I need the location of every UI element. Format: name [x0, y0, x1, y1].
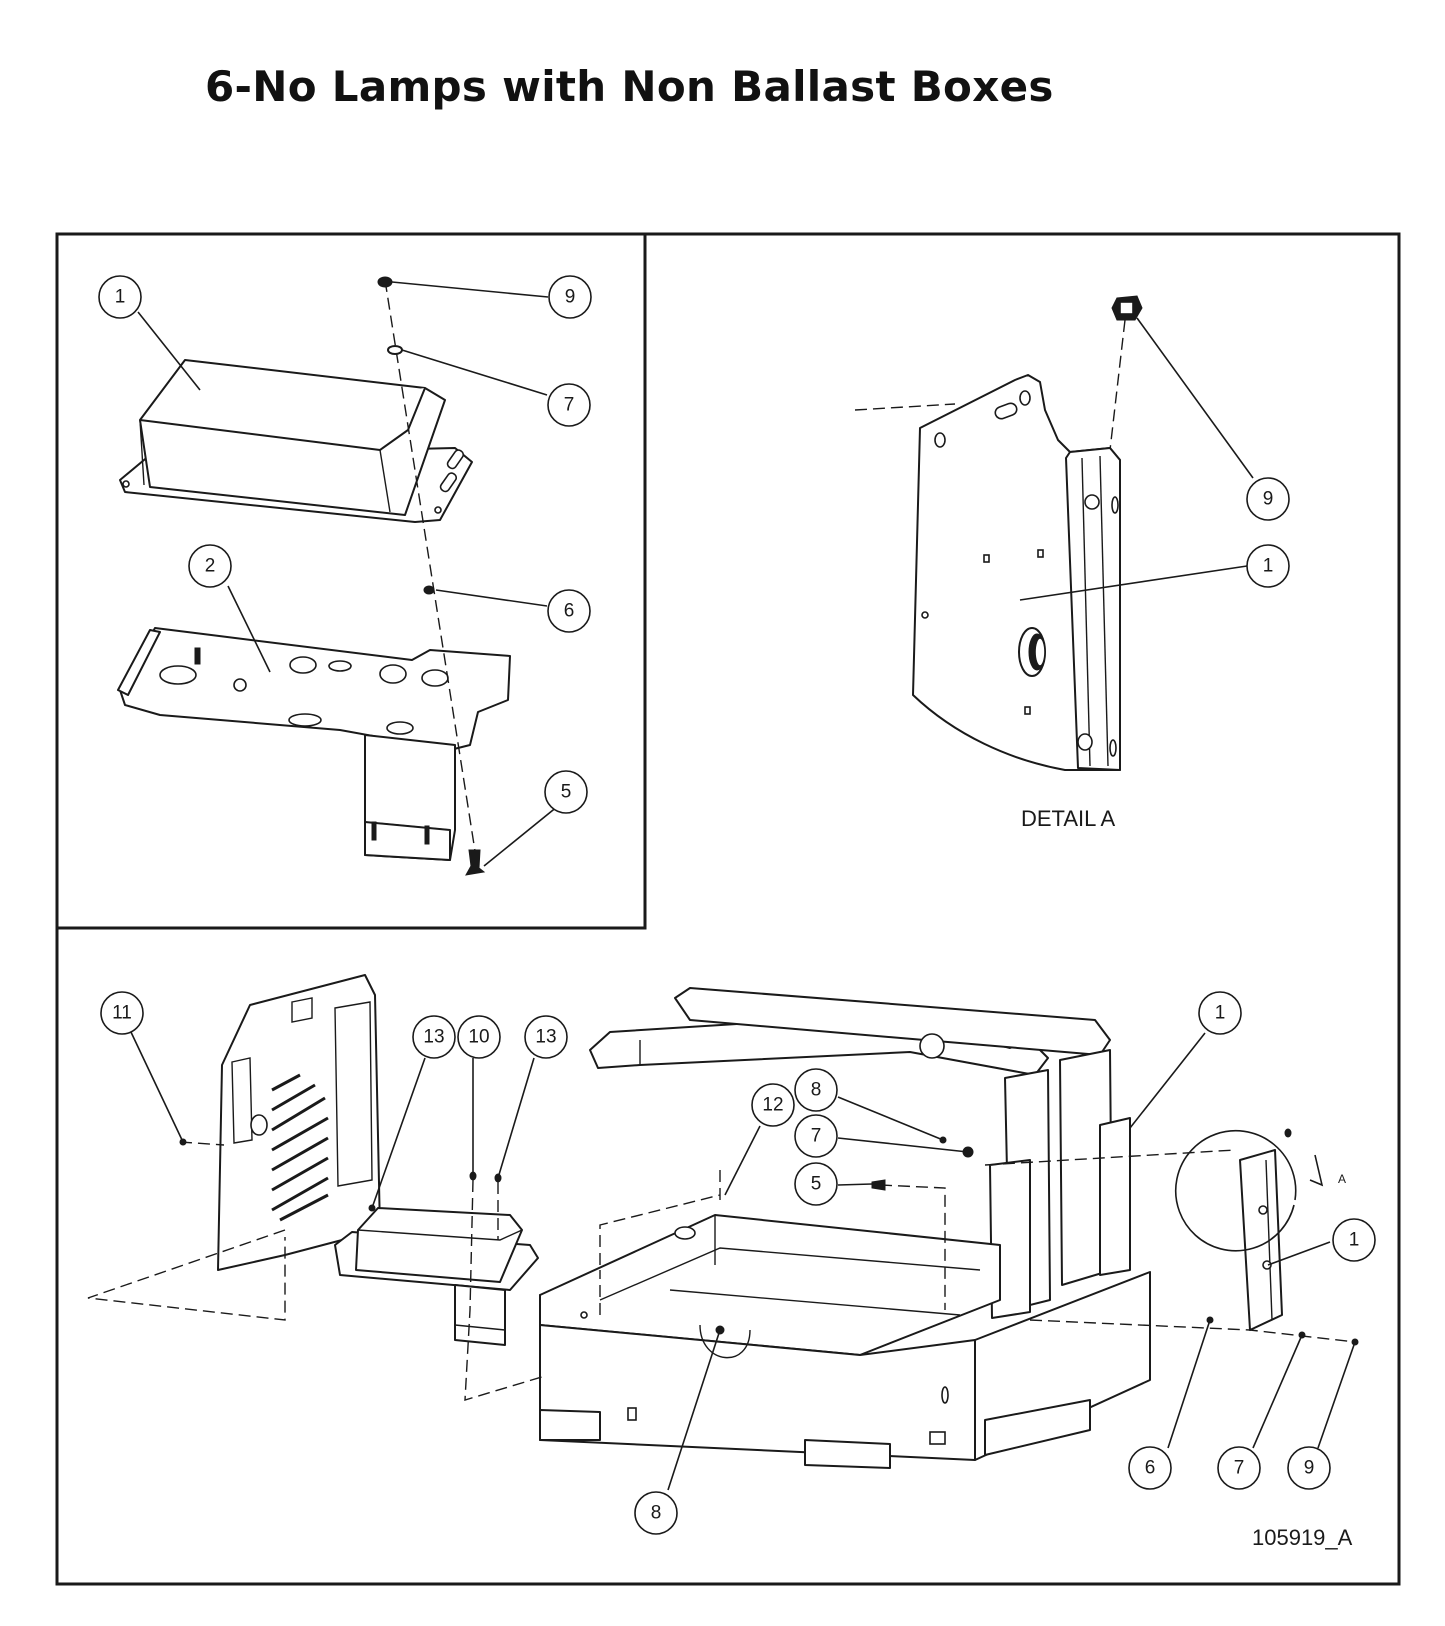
- svg-text:6: 6: [1145, 1458, 1156, 1479]
- svg-text:9: 9: [1263, 489, 1274, 510]
- main-assembly-panel: A: [87, 974, 1376, 1550]
- svg-text:7: 7: [564, 395, 575, 416]
- main-cabinet-frame: [539, 987, 1151, 1469]
- svg-text:1: 1: [1215, 1003, 1226, 1024]
- main-callout-13-left: 13: [412, 1015, 456, 1059]
- inset-callout-1: 1: [98, 275, 142, 319]
- svg-text:1: 1: [1349, 1230, 1360, 1251]
- main-callout-11: 11: [100, 991, 144, 1035]
- svg-text:11: 11: [112, 1003, 132, 1024]
- detail-grommet: [1018, 627, 1046, 677]
- detail-callout-1: 1: [1246, 544, 1290, 588]
- inset-frame: [55, 232, 647, 930]
- detail-callout-9: 9: [1246, 477, 1290, 521]
- detail-nut: [1111, 295, 1143, 321]
- svg-text:8: 8: [651, 1503, 662, 1524]
- svg-text:9: 9: [565, 287, 576, 308]
- main-callout-9: 9: [1287, 1446, 1331, 1490]
- main-callout-1-side: 1: [1332, 1218, 1376, 1262]
- inset-box-part: [119, 359, 473, 523]
- svg-text:13: 13: [423, 1027, 444, 1048]
- main-access-panel: [217, 974, 381, 1271]
- svg-text:7: 7: [1234, 1458, 1245, 1479]
- main-ballast-box: [334, 1171, 539, 1346]
- svg-text:5: 5: [811, 1174, 822, 1195]
- main-callout-6: 6: [1128, 1446, 1172, 1490]
- svg-text:5: 5: [561, 782, 572, 803]
- main-leaders: [129, 1029, 1356, 1491]
- inset-leaders: [137, 281, 559, 867]
- panel-frames: [55, 232, 1401, 1586]
- main-callout-12: 12: [751, 1083, 795, 1127]
- detail-label: DETAIL A: [1021, 806, 1115, 831]
- detail-leaders: [1019, 317, 1254, 601]
- detail-plate-part: [912, 295, 1143, 771]
- svg-text:1: 1: [115, 287, 126, 308]
- inset-callout-7: 7: [547, 383, 591, 427]
- main-assembly-lines: [87, 1141, 1356, 1401]
- svg-text:8: 8: [811, 1080, 822, 1101]
- main-callout-8-top: 8: [794, 1068, 838, 1112]
- drawing-number: 105919_A: [1252, 1525, 1353, 1550]
- inset-callout-2: 2: [188, 544, 232, 588]
- inset-callout-6: 6: [547, 589, 591, 633]
- svg-text:1: 1: [1263, 556, 1274, 577]
- svg-text:10: 10: [468, 1027, 489, 1048]
- svg-text:13: 13: [535, 1027, 556, 1048]
- inset-callout-9: 9: [548, 275, 592, 319]
- svg-text:12: 12: [762, 1095, 783, 1116]
- main-callout-7-bottom: 7: [1217, 1446, 1261, 1490]
- page-title: 6-No Lamps with Non Ballast Boxes: [205, 62, 1054, 111]
- inset-panel: 1 9 7 2 6 5: [98, 275, 592, 876]
- main-side-plate: A: [1174, 1128, 1346, 1331]
- detail-a-marker: A: [1338, 1172, 1346, 1186]
- detail-a-panel: 9 1 DETAIL A: [854, 295, 1290, 831]
- main-callout-1-top: 1: [1198, 991, 1242, 1035]
- main-callout-5: 5: [794, 1162, 838, 1206]
- main-vent-hatch: [271, 1073, 329, 1222]
- main-callout-13-right: 13: [524, 1015, 568, 1059]
- inset-callout-5: 5: [544, 770, 588, 814]
- inset-plate-part: [117, 627, 511, 861]
- main-callout-8-bottom: 8: [634, 1491, 678, 1535]
- main-callout-7-top: 7: [794, 1114, 838, 1158]
- detail-a-marker-circle: [1174, 1129, 1297, 1252]
- svg-text:2: 2: [205, 556, 216, 577]
- svg-text:6: 6: [564, 601, 575, 622]
- svg-text:7: 7: [811, 1126, 822, 1147]
- main-callout-10: 10: [457, 1015, 501, 1059]
- svg-text:9: 9: [1304, 1458, 1315, 1479]
